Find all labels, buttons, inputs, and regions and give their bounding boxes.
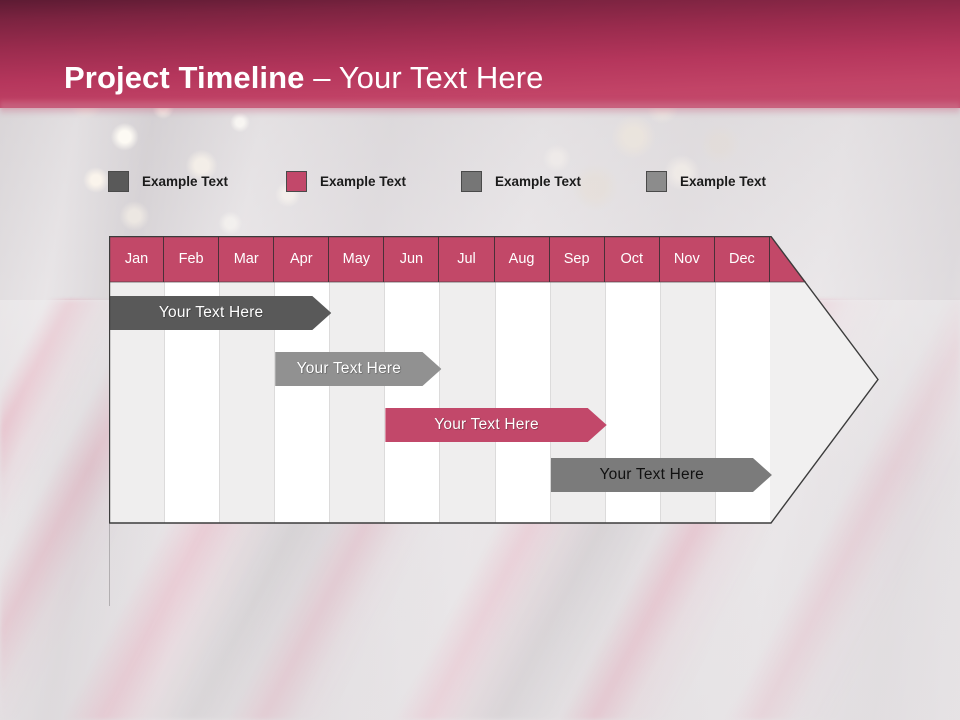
month-header-may[interactable]: May	[329, 236, 385, 282]
task-bar-label-4: Your Text Here	[599, 466, 705, 483]
task-bar-1[interactable]: Your Text Here	[110, 296, 332, 330]
legend: Example Text Example Text Example Text E…	[108, 170, 808, 192]
task-bar-3[interactable]: Your Text Here	[385, 408, 607, 442]
month-header-feb[interactable]: Feb	[164, 236, 220, 282]
legend-item-1[interactable]: Example Text	[108, 170, 228, 192]
title-bar-fade	[0, 100, 960, 116]
timeline-drop-line	[109, 524, 110, 606]
month-header-aug[interactable]: Aug	[494, 236, 550, 282]
task-bar-label-3: Your Text Here	[434, 416, 539, 433]
grid-column-aug	[494, 282, 550, 523]
legend-label-4: Example Text	[680, 173, 767, 189]
month-header-oct[interactable]: Oct	[604, 236, 660, 282]
grid-column-jun	[384, 282, 440, 523]
legend-label-3: Example Text	[495, 173, 582, 189]
month-header-tail	[770, 236, 806, 282]
month-header-jan[interactable]: Jan	[109, 236, 165, 282]
month-header-mar[interactable]: Mar	[219, 236, 275, 282]
legend-swatch-crimson-icon	[286, 170, 307, 192]
legend-swatch-light-gray-icon	[646, 170, 667, 192]
month-header-dec[interactable]: Dec	[714, 236, 770, 282]
legend-item-4[interactable]: Example Text	[646, 170, 766, 192]
title-bar	[0, 0, 960, 108]
task-bar-4[interactable]: Your Text Here	[550, 458, 772, 492]
legend-label-2: Example Text	[320, 173, 407, 189]
month-header-apr[interactable]: Apr	[274, 236, 330, 282]
page-title-light: – Your Text Here	[304, 60, 544, 95]
month-header-jun[interactable]: Jun	[384, 236, 440, 282]
task-bar-2[interactable]: Your Text Here	[275, 352, 442, 386]
month-header-jul[interactable]: Jul	[439, 236, 495, 282]
task-bar-label-1: Your Text Here	[158, 304, 264, 321]
legend-label-1: Example Text	[142, 173, 229, 189]
month-header-nov[interactable]: Nov	[659, 236, 715, 282]
grid-column-may	[329, 282, 385, 523]
task-bar-label-2: Your Text Here	[296, 360, 402, 377]
month-header-sep[interactable]: Sep	[549, 236, 605, 282]
legend-item-3[interactable]: Example Text	[461, 170, 581, 192]
legend-swatch-dark-gray-icon	[108, 170, 129, 192]
grid-column-jul	[439, 282, 495, 523]
page-title: Project Timeline – Your Text Here	[64, 60, 543, 96]
legend-swatch-medium-gray-icon	[461, 170, 482, 192]
legend-item-2[interactable]: Example Text	[286, 170, 406, 192]
page-title-strong: Project Timeline	[64, 60, 305, 95]
